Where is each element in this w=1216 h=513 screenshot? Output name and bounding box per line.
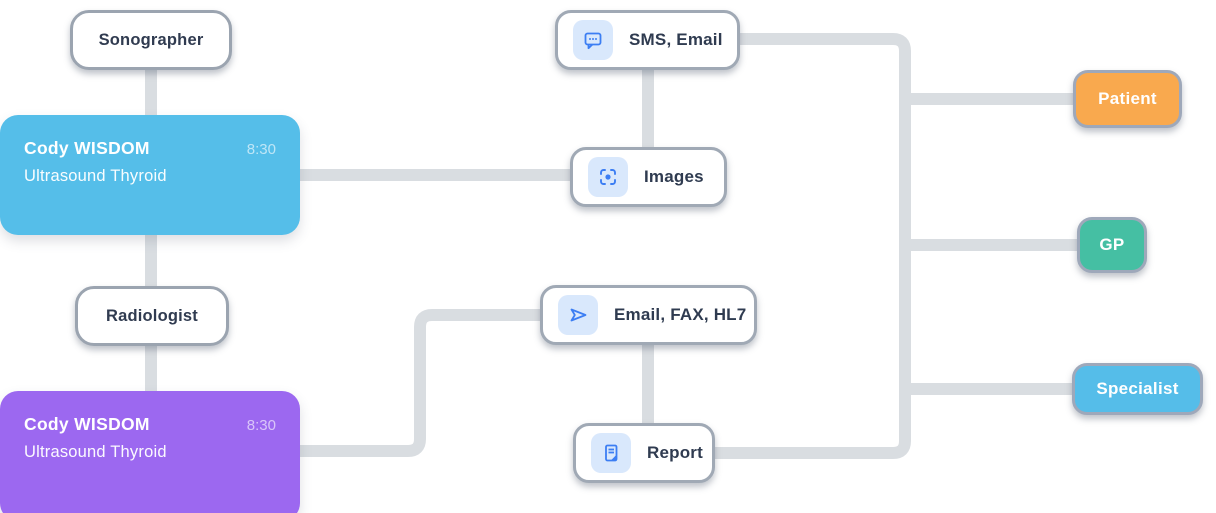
patient-name: Cody WISDOM <box>24 414 150 434</box>
study-name: Ultrasound Thyroid <box>24 167 167 185</box>
node-gp: GP <box>1077 217 1147 273</box>
node-sms-email: SMS, Email <box>555 10 740 70</box>
node-report: Report <box>573 423 715 483</box>
images-label: Images <box>644 167 704 186</box>
node-images: Images <box>570 147 727 207</box>
radiologist-label: Radiologist <box>105 306 199 325</box>
gp-label: GP <box>1099 235 1125 254</box>
node-radiologist: Radiologist <box>75 286 229 346</box>
chat-bubble-icon <box>573 20 613 60</box>
scan-focus-icon <box>588 157 628 197</box>
node-sonographer: Sonographer <box>70 10 232 70</box>
edge-exam-to-emailfax <box>300 309 540 457</box>
patient-label: Patient <box>1098 89 1157 108</box>
send-icon <box>558 295 598 335</box>
email-fax-hl7-label: Email, FAX, HL7 <box>614 305 747 324</box>
node-sonographer-exam-card: Cody WISDOM 8:30 Ultrasound Thyroid <box>0 115 300 235</box>
exam-title-row: Cody WISDOM 8:30 <box>24 138 276 159</box>
report-label: Report <box>647 443 703 462</box>
exam-time: 8:30 <box>246 141 276 158</box>
sonographer-label: Sonographer <box>98 30 204 49</box>
patient-name: Cody WISDOM <box>24 138 150 158</box>
node-radiologist-exam-card: Cody WISDOM 8:30 Ultrasound Thyroid <box>0 391 300 513</box>
edge-trunk <box>715 33 911 459</box>
node-email-fax-hl7: Email, FAX, HL7 <box>540 285 757 345</box>
specialist-label: Specialist <box>1096 379 1179 398</box>
exam-title-row: Cody WISDOM 8:30 <box>24 414 276 435</box>
exam-time: 8:30 <box>246 417 276 434</box>
node-specialist: Specialist <box>1072 363 1203 415</box>
sms-email-label: SMS, Email <box>629 30 723 49</box>
study-name: Ultrasound Thyroid <box>24 443 167 461</box>
report-document-icon <box>591 433 631 473</box>
node-patient: Patient <box>1073 70 1182 128</box>
